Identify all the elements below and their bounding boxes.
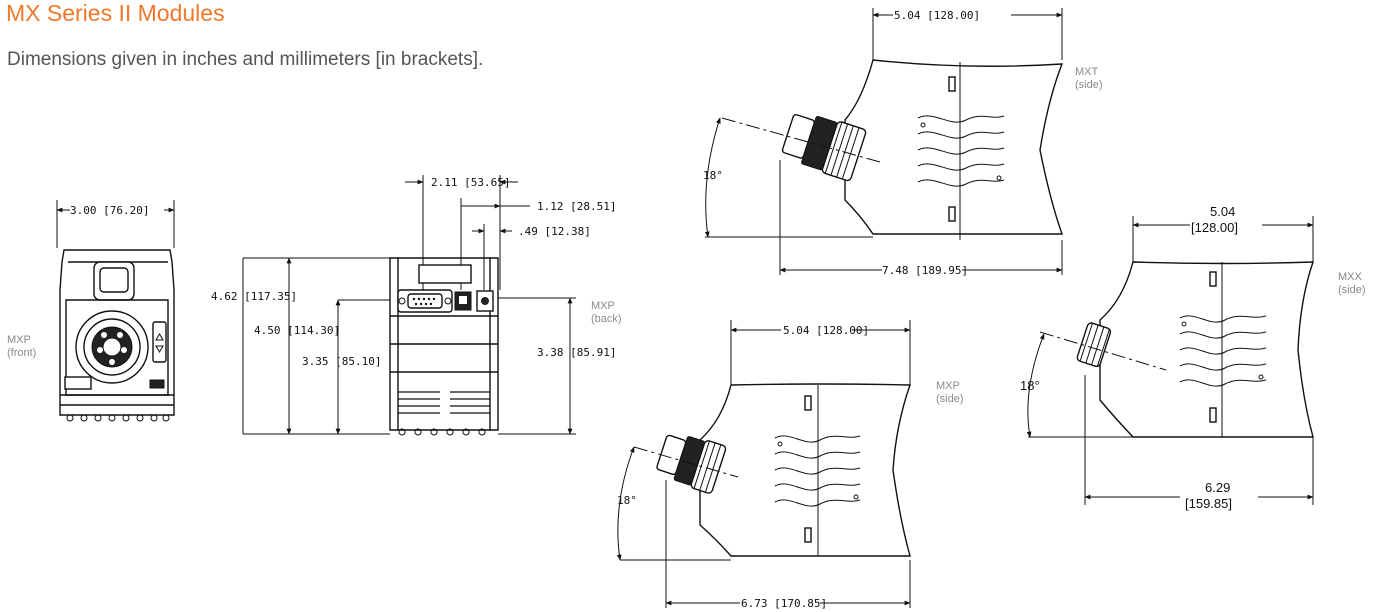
mxx-side-caption: MXX (side) — [1338, 271, 1366, 296]
mxt-top-dim-label: 5.04 [128.00] — [894, 9, 980, 22]
mxx-angle-label: 18° — [1020, 378, 1040, 393]
dim-0-49-label: .49 [12.38] — [518, 225, 591, 238]
mxp-front-view: 3.00 [76.20] — [56, 200, 175, 422]
dim-2-11-label: 2.11 [53.65] — [431, 176, 510, 189]
mxt-bottom-dim-label: 7.48 [189.95] — [882, 264, 968, 277]
dim-4-62-label: 4.62 [117.35] — [211, 290, 297, 303]
mxx-top-inch-label: 5.04 — [1210, 204, 1235, 219]
page-subtitle: Dimensions given in inches and millimete… — [7, 49, 484, 70]
mxp-side-angle-label: 18° — [617, 494, 637, 507]
mxt-side-view: 5.04 [128.00] — [703, 8, 1064, 277]
dim-4-50-label: 4.50 [114.30] — [254, 324, 340, 337]
mxp-side-top-dim-label: 5.04 [128.00] — [783, 324, 869, 337]
dim-1-12-label: 1.12 [28.51] — [537, 200, 616, 213]
mxp-front-width-label: 3.00 [76.20] — [70, 204, 149, 217]
mxp-side-view: 5.04 [128.00] — [616, 320, 911, 610]
mxp-side-caption: MXP (side) — [936, 380, 964, 405]
mxp-back-caption: MXP (back) — [591, 300, 622, 325]
page-title: MX Series II Modules — [6, 0, 225, 26]
mxx-bottom-mm-label: [159.85] — [1185, 496, 1232, 511]
mxt-angle-label: 18° — [703, 169, 723, 182]
dim-3-38-label: 3.38 [85.91] — [537, 346, 616, 359]
mxx-top-mm-label: [128.00] — [1191, 220, 1238, 235]
mxp-side-bottom-dim-label: 6.73 [170.85] — [741, 597, 827, 610]
mxt-side-caption: MXT (side) — [1075, 66, 1103, 91]
mxx-side-view: 5.04 [128.00] — [1020, 204, 1314, 511]
mxx-bottom-inch-label: 6.29 — [1205, 480, 1230, 495]
mxp-back-view: 2.11 [53.65] 1.12 [28.51] .49 [12.38] 4.… — [211, 175, 616, 436]
dim-3-35-label: 3.35 [85.10] — [302, 355, 381, 368]
mxp-front-caption: MXP (front) — [7, 334, 37, 359]
